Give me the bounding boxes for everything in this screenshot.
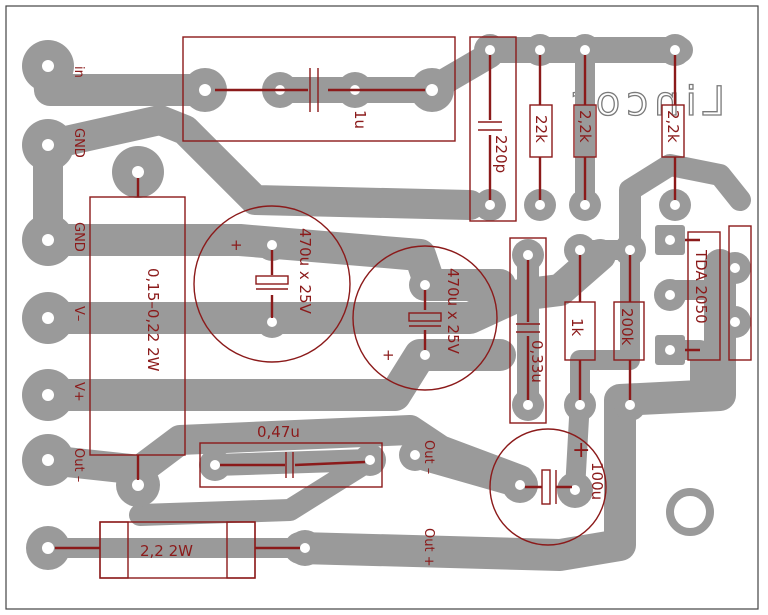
label-r-015: 0,15–0,22 2W [144,268,162,372]
cap-100u-outline [489,428,607,546]
trace-gnd [32,224,516,301]
label-c-220p: 220p [492,135,510,173]
trace-gnd-top [33,105,485,220]
silkscreen [55,36,752,579]
label-c-1u: 1u [351,110,369,129]
cap-220p-outline [469,36,517,222]
label-out-plus: Out + [421,528,436,567]
trace-v-plus [32,339,516,411]
labels: in GND GND V– V+ Out – Out – Out + 1u 22… [71,66,710,567]
board-outline [5,5,759,610]
label-v-plus: V+ [71,382,86,402]
ic-body-outline [687,231,721,361]
mounting-hole [666,488,714,536]
label-out-minus-mid: Out – [421,440,436,474]
cap-033-outline [509,237,547,424]
label-gnd: GND [71,222,86,252]
cap-470-left-outline [193,205,351,363]
label-in: in [71,66,86,78]
label-c-033: 0,33u [528,340,546,383]
trace-out-plus [284,249,736,571]
label-r-22-2w: 2,2 2W [140,542,193,560]
label-r-1k: 1k [568,318,586,337]
label-r-22k: 22k [532,115,550,143]
label-plus-470-left: + [230,236,243,254]
label-c-100u: 100u [588,462,606,500]
label-r-2k2-b: 2,2k [664,110,682,143]
label-plus-100u: + [572,438,590,463]
cap-047-outline [199,442,383,488]
cap-470-right-outline [352,245,498,391]
label-plus-470-right: + [382,346,395,364]
label-r-200k: 200k [618,308,636,346]
label-r-2k2-a: 2,2k [576,110,594,143]
res-2k2b-outline [661,104,685,158]
label-gnd-top: GND [71,128,86,158]
trace-fb-top [619,154,751,261]
cap-1u-outline [182,36,456,142]
trace-1u-out [267,42,503,103]
label-out-minus-left: Out – [71,448,86,482]
label-c-047: 0,47u [257,423,300,441]
trace-out-minus-mid [402,442,533,498]
label-v-minus: V– [71,306,86,321]
label-c-470-right: 470u x 25V [444,268,462,355]
label-ic: TDA 2050 [692,249,710,324]
label-c-470-left: 470u x 25V [296,228,314,315]
